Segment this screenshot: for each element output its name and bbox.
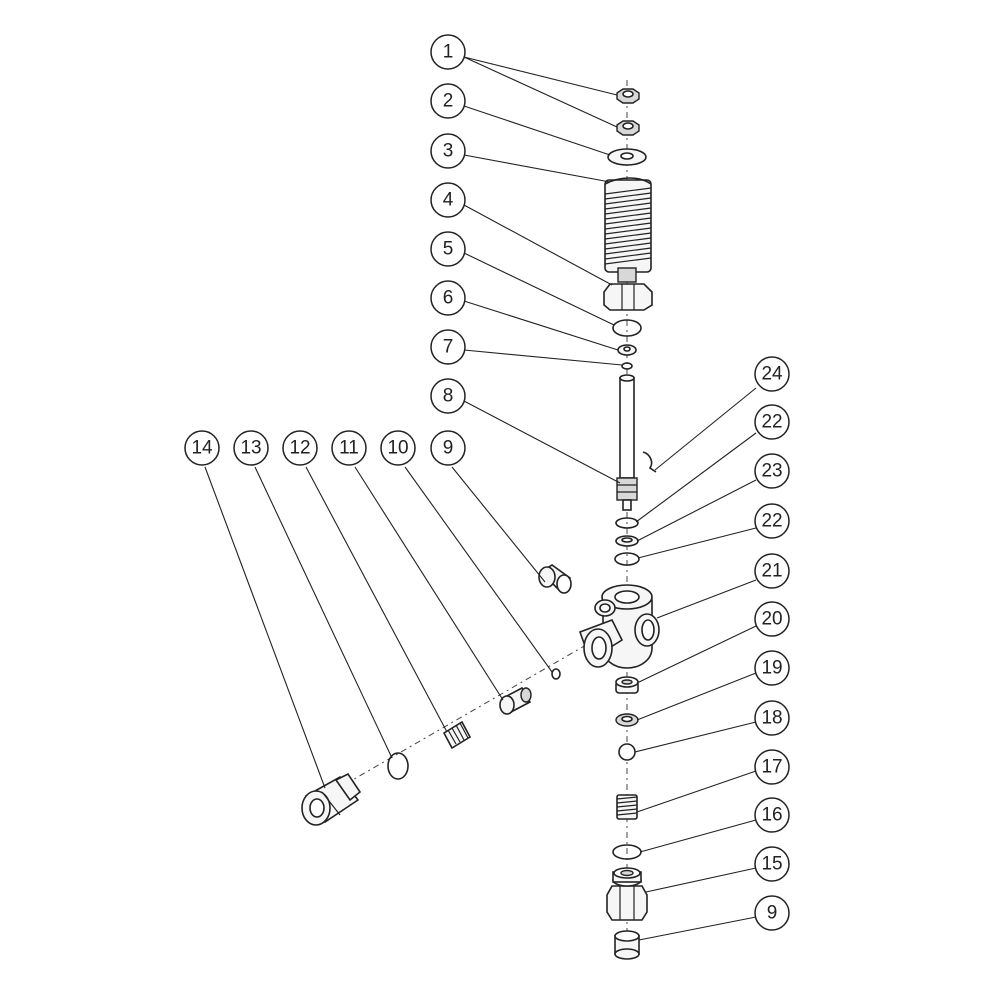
part-6-washer [617,344,637,356]
assembly-axes [317,80,628,960]
callout-5: 5 [430,231,466,267]
callout-16: 16 [754,797,790,833]
callout-12: 12 [282,430,318,466]
svg-text:6: 6 [443,288,454,309]
callout-8: 8 [430,378,466,414]
callout-9-upper: 9 [430,430,466,466]
svg-text:2: 2 [443,91,454,112]
svg-text:16: 16 [761,805,782,826]
callout-19: 19 [754,650,790,686]
part-22-o-ring-lower [614,552,640,566]
svg-text:21: 21 [761,561,782,582]
svg-text:4: 4 [443,190,454,211]
part-2-washer [607,148,647,166]
callout-23: 23 [754,453,790,489]
callout-1: 1 [430,34,466,70]
svg-text:9: 9 [767,903,778,924]
part-11-poppet [499,686,532,715]
callout-9-lower: 9 [754,895,790,931]
part-23-backup-ring [615,535,639,547]
svg-text:8: 8 [443,386,454,407]
callout-21: 21 [754,553,790,589]
svg-text:9: 9 [443,438,454,459]
callout-20: 20 [754,601,790,637]
part-14-fitting-nut [301,772,362,826]
part-12-spring [442,720,472,750]
svg-text:1: 1 [443,42,454,63]
svg-text:19: 19 [761,658,782,679]
part-10-o-ring [551,668,561,680]
callout-15: 15 [754,846,790,882]
callout-22-upper: 22 [754,404,790,440]
part-9-seal-upper [538,564,572,594]
part-21-valve-body [578,584,660,669]
part-1-lock-nut-upper [616,88,640,104]
part-8-piston-rod [616,374,638,511]
svg-text:10: 10 [387,438,408,459]
part-19-washer [615,713,639,727]
part-22-o-ring-upper [615,517,639,529]
svg-text:23: 23 [761,461,782,482]
part-20-seat [615,676,639,694]
callout-24: 24 [754,356,790,392]
callout-18: 18 [754,700,790,736]
part-18-ball [618,743,636,761]
svg-text:24: 24 [761,364,783,385]
part-17-spring [616,794,638,820]
part-15-cap [606,867,648,921]
svg-text:12: 12 [289,438,310,459]
callout-17: 17 [754,749,790,785]
svg-text:15: 15 [761,854,782,875]
svg-text:18: 18 [761,708,782,729]
svg-text:3: 3 [443,141,454,162]
callout-6: 6 [430,280,466,316]
callout-10: 10 [380,430,416,466]
callout-14: 14 [184,430,220,466]
svg-text:14: 14 [191,438,213,459]
svg-text:22: 22 [761,412,782,433]
callout-22-lower: 22 [754,503,790,539]
part-5-o-ring [612,319,642,337]
part-7-o-ring [621,362,633,370]
svg-text:11: 11 [339,438,359,459]
part-9-seal-lower [614,930,640,960]
callout-7: 7 [430,329,466,365]
callout-2: 2 [430,83,466,119]
leader-lines [204,56,757,941]
callout-11: 11 [331,430,367,466]
part-24-pin [642,451,657,473]
svg-text:5: 5 [443,239,454,260]
callout-3: 3 [430,133,466,169]
svg-text:20: 20 [761,609,782,630]
svg-text:22: 22 [761,511,782,532]
callout-13: 13 [233,430,269,466]
part-13-o-ring [387,752,409,780]
callout-4: 4 [430,182,466,218]
part-3-spring [604,177,652,273]
svg-text:7: 7 [443,337,454,358]
part-4-adjusting-nut [603,267,653,311]
svg-text:13: 13 [240,438,261,459]
svg-text:17: 17 [761,757,782,778]
part-1-lock-nut-lower [616,120,640,136]
